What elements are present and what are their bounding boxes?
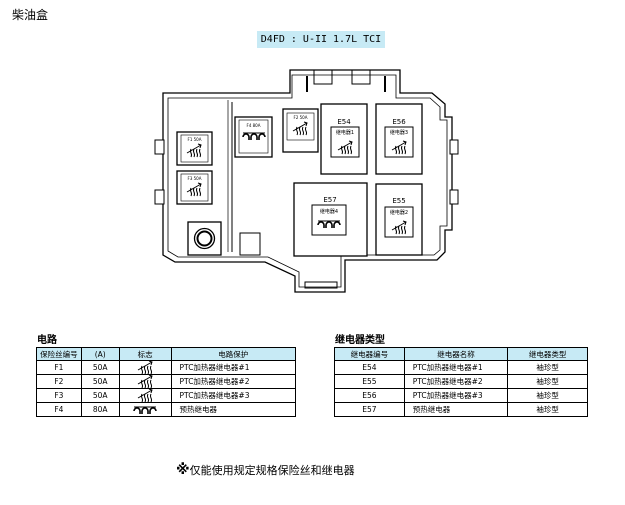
table-row: F4 80A 预热继电器 bbox=[36, 402, 297, 417]
table-row: F3 50A PTC加热器继电器#3 bbox=[36, 388, 297, 403]
relay-table: 继电器编号 继电器名称 继电器类型 E54 PTC加热器继电器#1 袖珍型 E5… bbox=[334, 347, 588, 417]
fuse-f4: F4 80A bbox=[234, 116, 273, 158]
relay-e57-sub: 继电器4 bbox=[320, 208, 338, 215]
relay-table-title: 继电器类型 bbox=[335, 335, 385, 346]
note-mark: ※ bbox=[176, 462, 190, 478]
col-circuit: 电路保护 bbox=[170, 347, 297, 361]
relay-e56-label: E56 bbox=[392, 118, 406, 126]
relay-e54-sub: 继电器1 bbox=[336, 129, 354, 136]
table-row: E57 预热继电器 袖珍型 bbox=[334, 402, 588, 417]
glow-plug-icon bbox=[133, 406, 157, 415]
col-symbol: 标志 bbox=[118, 347, 172, 361]
fuse-f3-label: F3 50A bbox=[188, 176, 202, 181]
usage-note: ※仅能使用规定规格保险丝和继电器 bbox=[176, 462, 355, 478]
col-amp: (A) bbox=[80, 347, 120, 361]
fuse-f1-label: F1 50A bbox=[188, 137, 202, 142]
relay-e57: E57 继电器4 bbox=[293, 182, 368, 257]
relay-e57-label: E57 bbox=[323, 196, 336, 204]
model-code: D4FD : U-II 1.7L TCI bbox=[257, 31, 385, 48]
ptc-heater-icon bbox=[137, 361, 153, 374]
relay-e56: E56 继电器3 bbox=[375, 103, 423, 175]
circuit-table-title: 电路 bbox=[37, 335, 57, 346]
col-relay-number: 继电器编号 bbox=[334, 347, 405, 361]
circuit-table: 保险丝编号 (A) 标志 电路保护 F1 50A PTC加热器继电器#1 F2 … bbox=[36, 347, 297, 417]
table-row: E54 PTC加热器继电器#1 袖珍型 bbox=[334, 360, 588, 375]
col-relay-type: 继电器类型 bbox=[507, 347, 588, 361]
ptc-heater-icon bbox=[137, 389, 153, 402]
ptc-heater-icon bbox=[137, 375, 153, 388]
table-row: E56 PTC加热器继电器#3 袖珍型 bbox=[334, 388, 588, 403]
table-row: E55 PTC加热器继电器#2 袖珍型 bbox=[334, 374, 588, 389]
fuse-f1: F1 50A bbox=[176, 131, 213, 166]
relay-e54-label: E54 bbox=[337, 118, 351, 126]
col-fuse-number: 保险丝编号 bbox=[36, 347, 82, 361]
fuse-f3: F3 50A bbox=[176, 170, 213, 205]
relay-e55-label: E55 bbox=[392, 197, 405, 205]
fuse-f2-label: F2 50A bbox=[294, 115, 308, 120]
note-text: 仅能使用规定规格保险丝和继电器 bbox=[189, 464, 355, 477]
relay-e55-sub: 继电器2 bbox=[390, 209, 408, 216]
fuse-box-diagram: F1 50A F3 50A F4 80A F2 50A E54 继电器1 bbox=[154, 69, 459, 293]
fuse-f4-label: F4 80A bbox=[247, 123, 261, 128]
table-row: F2 50A PTC加热器继电器#2 bbox=[36, 374, 297, 389]
fuse-f2: F2 50A bbox=[282, 108, 319, 153]
relay-e54: E54 继电器1 bbox=[320, 103, 368, 175]
table-row: F1 50A PTC加热器继电器#1 bbox=[36, 360, 297, 375]
relay-e55: E55 继电器2 bbox=[375, 183, 423, 256]
relay-e56-sub: 继电器3 bbox=[390, 129, 408, 136]
col-relay-name: 继电器名称 bbox=[403, 347, 509, 361]
ground-terminal bbox=[187, 221, 222, 256]
page-title: 柴油盒 bbox=[12, 8, 49, 22]
